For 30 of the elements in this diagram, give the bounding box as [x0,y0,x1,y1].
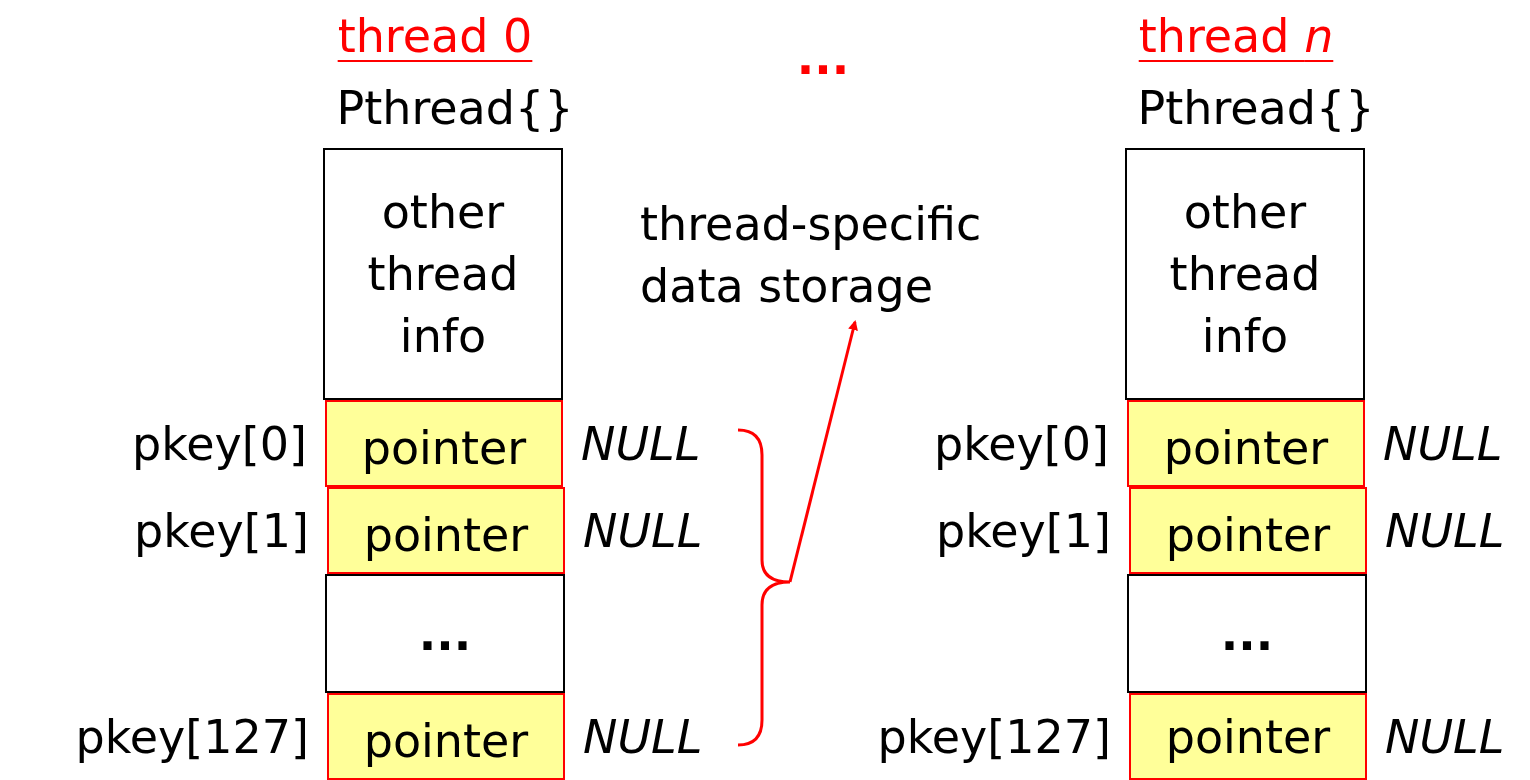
key-label: pkey[127] [75,708,309,765]
struct-name: Pthread{} [336,80,574,136]
curly-brace [737,428,792,747]
arrow [788,320,858,583]
ellipsis: ... [796,30,850,86]
key-label: pkey[1] [936,502,1111,559]
key-label: pkey[1] [134,502,309,559]
value-label: NULL [1385,708,1505,765]
key-label: pkey[127] [877,708,1111,765]
value-label: NULL [1385,502,1505,559]
value-label: NULL [581,415,701,472]
thread-heading: thread 0 [337,8,533,64]
thread-heading: thread n [1138,8,1334,64]
pointer-cell: pointer [1129,487,1367,574]
key-label: pkey[0] [934,415,1109,472]
memory-box: ... [325,574,565,693]
memory-box: other thread info [323,148,563,400]
memory-box: ... [1127,574,1367,693]
pointer-cell: pointer [1129,693,1367,780]
pointer-cell: pointer [1127,400,1365,487]
value-label: NULL [583,708,703,765]
value-label: NULL [583,502,703,559]
struct-name: Pthread{} [1137,80,1375,136]
value-label: NULL [1383,415,1503,472]
pointer-cell: pointer [325,400,563,487]
pointer-cell: pointer [327,693,565,780]
key-label: pkey[0] [132,415,307,472]
memory-box: other thread info [1125,148,1365,400]
pointer-cell: pointer [327,487,565,574]
annotation-text: thread-specific data storage [640,190,1080,320]
